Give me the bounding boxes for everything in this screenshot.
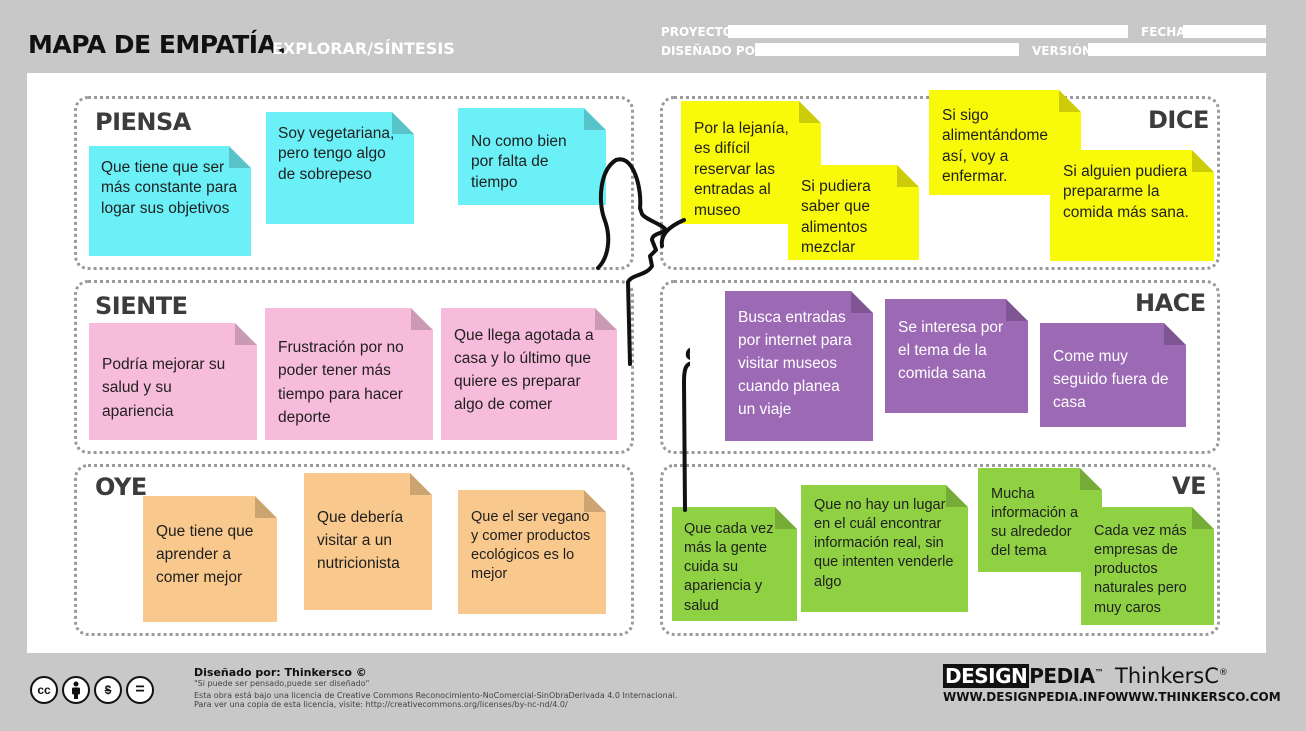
hace-title: HACE bbox=[1135, 289, 1206, 317]
note-piensa-3[interactable]: No como bien por falta de tiempo bbox=[458, 108, 606, 205]
panel-hace bbox=[660, 280, 1220, 454]
version-field[interactable] bbox=[1088, 43, 1266, 56]
proyecto-field[interactable] bbox=[728, 25, 1128, 38]
by-icon bbox=[62, 676, 90, 704]
oye-title: OYE bbox=[95, 473, 147, 501]
note-ve-4[interactable]: Cada vez más empresas de productos natur… bbox=[1081, 507, 1214, 625]
cc-icon: cc bbox=[30, 676, 58, 704]
note-piensa-2[interactable]: Soy vegetariana, pero tengo algo de sobr… bbox=[266, 112, 414, 224]
thinkersco-url[interactable]: WWW.THINKERSCO.COM bbox=[1115, 690, 1281, 704]
note-ve-2[interactable]: Que no hay un lugar en el cuál encontrar… bbox=[801, 485, 968, 612]
version-label: VERSIÓN bbox=[1032, 44, 1093, 58]
note-oye-1[interactable]: Que tiene que aprender a comer mejor bbox=[143, 496, 277, 622]
page-title: MAPA DE EMPATÍA. bbox=[28, 30, 286, 59]
noderivs-icon: = bbox=[126, 676, 154, 704]
note-dice-4[interactable]: Si alguien pudiera prepararme la comida … bbox=[1050, 150, 1214, 261]
note-hace-1[interactable]: Busca entradas por internet para visitar… bbox=[725, 291, 873, 441]
proyecto-label: PROYECTO bbox=[661, 25, 733, 39]
designed-by: Diseñado por: Thinkersco © bbox=[194, 666, 367, 679]
note-siente-1[interactable]: Podría mejorar su salud y su apariencia bbox=[89, 323, 257, 440]
fecha-label: FECHA bbox=[1141, 25, 1186, 39]
head-silhouette-icon bbox=[596, 157, 690, 512]
note-siente-3[interactable]: Que llega agotada a casa y lo último que… bbox=[441, 308, 617, 440]
cc-license-icons: cc $ = bbox=[30, 676, 154, 704]
disenado-field[interactable] bbox=[755, 43, 1019, 56]
note-dice-1[interactable]: Por la lejanía, es difícil reservar las … bbox=[681, 101, 821, 224]
thinkersco-logo: ThinkersC® bbox=[1115, 664, 1228, 688]
license-text: Esta obra está bajo una licencia de Crea… bbox=[194, 691, 678, 700]
note-oye-2[interactable]: Que debería visitar a un nutricionista bbox=[304, 473, 432, 610]
disenado-label: DISEÑADO POR bbox=[661, 44, 765, 58]
dice-title: DICE bbox=[1148, 106, 1209, 134]
note-dice-2[interactable]: Si pudiera saber que alimentos mezclar bbox=[788, 165, 919, 260]
panel-oye bbox=[74, 464, 634, 636]
page-subtitle: EXPLORAR/SÍNTESIS bbox=[272, 39, 455, 58]
ve-title: VE bbox=[1172, 472, 1206, 500]
siente-title: SIENTE bbox=[95, 292, 188, 320]
noncommercial-icon: $ bbox=[94, 676, 122, 704]
panel-piensa bbox=[74, 96, 634, 270]
note-hace-2[interactable]: Se interesa por el tema de la comida san… bbox=[885, 299, 1028, 413]
designpedia-url[interactable]: WWW.DESIGNPEDIA.INFO bbox=[943, 690, 1116, 704]
piensa-title: PIENSA bbox=[95, 108, 191, 136]
motto: "Si puede ser pensado,puede ser diseñado… bbox=[194, 679, 370, 688]
note-ve-1[interactable]: Que cada vez más la gente cuida su apari… bbox=[672, 507, 797, 621]
fecha-field[interactable] bbox=[1183, 25, 1266, 38]
note-piensa-1[interactable]: Que tiene que ser más constante para log… bbox=[89, 146, 251, 256]
note-hace-3[interactable]: Come muy seguido fuera de casa bbox=[1040, 323, 1186, 427]
note-dice-3[interactable]: Si sigo alimentándome así, voy a enferma… bbox=[929, 90, 1081, 195]
note-siente-2[interactable]: Frustración por no poder tener más tiemp… bbox=[265, 308, 433, 440]
panel-siente bbox=[74, 280, 634, 454]
note-oye-3[interactable]: Que el ser vegano y comer productos ecol… bbox=[458, 490, 606, 614]
license-link[interactable]: Para ver una copia de esta licencia, vis… bbox=[194, 700, 568, 709]
panel-ve bbox=[660, 464, 1220, 636]
